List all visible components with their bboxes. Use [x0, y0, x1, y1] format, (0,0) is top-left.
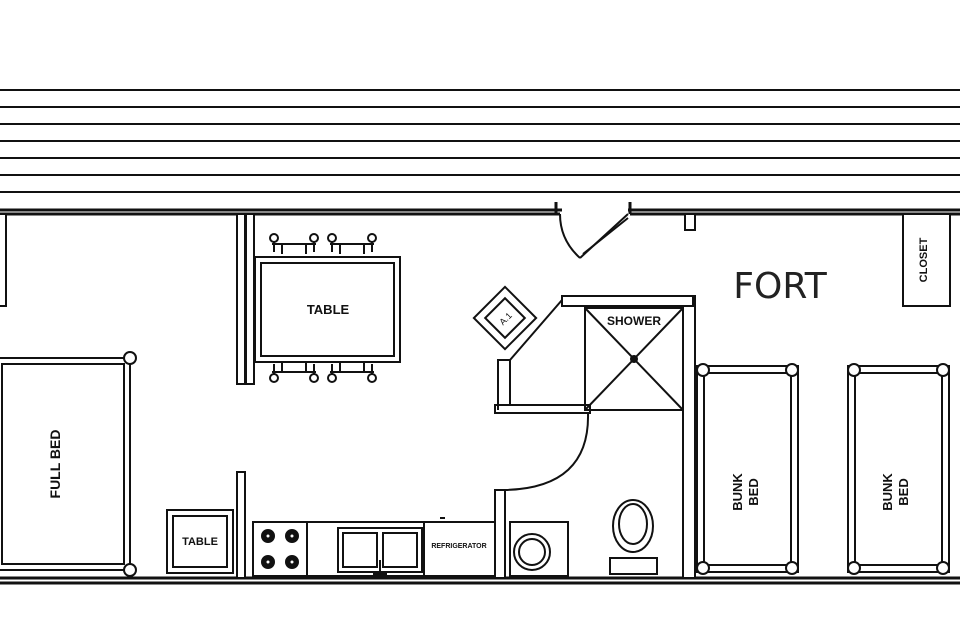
bath-door-swing	[504, 412, 590, 491]
small-table	[166, 509, 234, 574]
closet-label: CLOSET	[918, 237, 930, 282]
full-bed-label: FULL BED	[47, 430, 63, 499]
shower-label: SHOWER	[607, 314, 661, 328]
dining-table-label: TABLE	[307, 302, 350, 317]
dining-chairs-bottom	[269, 362, 377, 383]
refrigerator	[423, 521, 496, 577]
entry-door	[559, 213, 629, 259]
bunk-bed-1-label: BUNK BED	[730, 473, 761, 511]
full-bed	[0, 351, 137, 577]
shower-drain	[630, 355, 638, 363]
fort-closet	[902, 213, 951, 307]
ac-unit: A.1	[472, 285, 538, 351]
dining-chairs-top	[269, 233, 377, 254]
refrigerator-label: REFRIGERATOR	[431, 543, 486, 550]
fort-label: FORT	[733, 266, 827, 307]
small-table-label: TABLE	[182, 536, 218, 548]
bunk-bed-2-label-line2: BED	[896, 478, 911, 505]
dining-set	[254, 233, 401, 383]
water-heater	[509, 521, 569, 577]
stove	[252, 521, 308, 577]
toilet	[609, 499, 658, 575]
interior-walls	[236, 213, 696, 579]
kitchen-counter	[252, 517, 496, 577]
bunk-bed-1-label-line1: BUNK	[730, 473, 745, 511]
bunk-bed-2-label-line1: BUNK	[880, 473, 895, 511]
bunk-bed-1	[696, 363, 799, 575]
bunk-bed-2	[847, 363, 950, 575]
bunk-bed-1-label-line2: BED	[746, 478, 761, 505]
left-closet	[0, 213, 7, 307]
bunk-bed-2-label: BUNK BED	[880, 473, 911, 511]
porch-deck	[0, 89, 960, 193]
